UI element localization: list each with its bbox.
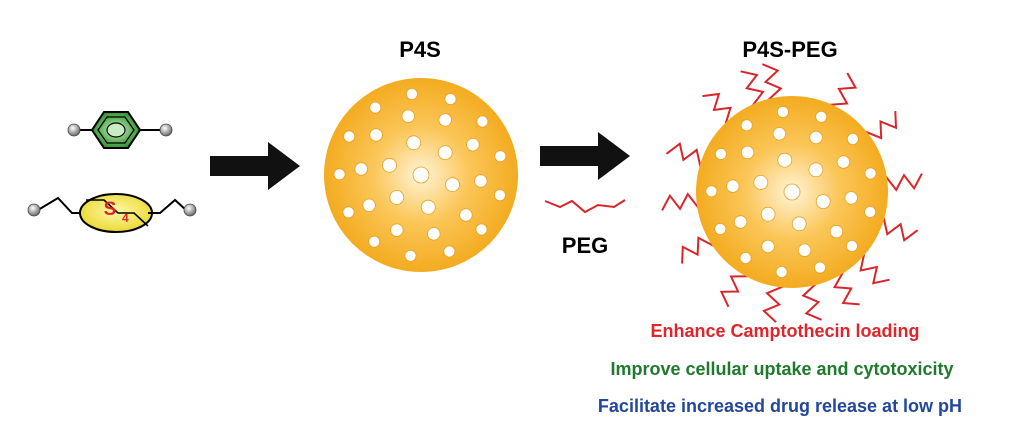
pore bbox=[791, 216, 807, 232]
p4s-particle bbox=[324, 78, 518, 272]
pore bbox=[808, 162, 824, 178]
pore bbox=[726, 179, 740, 193]
pore bbox=[836, 155, 851, 169]
pore bbox=[382, 157, 397, 173]
pore bbox=[797, 243, 812, 257]
pore bbox=[739, 251, 752, 264]
pore bbox=[466, 137, 480, 152]
pore bbox=[404, 249, 417, 262]
pore bbox=[342, 206, 355, 219]
pore bbox=[733, 215, 748, 229]
pore bbox=[420, 199, 436, 215]
pore bbox=[406, 135, 422, 151]
pore bbox=[405, 88, 418, 101]
pore bbox=[494, 150, 507, 163]
pore bbox=[369, 128, 383, 142]
pore bbox=[438, 113, 452, 127]
pore bbox=[705, 185, 718, 198]
pore bbox=[443, 245, 456, 258]
pore bbox=[475, 223, 488, 236]
benefit-loading: Enhance Camptothecin loading bbox=[650, 321, 919, 341]
pore bbox=[444, 93, 457, 106]
pore bbox=[740, 145, 755, 160]
pore bbox=[829, 224, 844, 239]
pore bbox=[815, 110, 828, 123]
pore bbox=[401, 109, 415, 123]
pore bbox=[776, 105, 789, 118]
pore bbox=[476, 115, 489, 128]
pore bbox=[761, 239, 775, 254]
pore bbox=[815, 194, 831, 210]
pore bbox=[783, 183, 801, 201]
pore bbox=[845, 239, 858, 252]
pore bbox=[493, 189, 506, 202]
benzene-ring-icon bbox=[67, 111, 173, 149]
pore bbox=[753, 174, 769, 190]
benefit-uptake: Improve cellular uptake and cytotoxicity bbox=[610, 359, 953, 379]
disulfide-linker-icon: S 4 bbox=[27, 193, 197, 233]
pore bbox=[740, 119, 753, 132]
pore bbox=[474, 174, 488, 188]
right-arrow-icon bbox=[540, 132, 630, 180]
pore bbox=[772, 127, 787, 141]
p4s-peg-particle bbox=[696, 96, 888, 288]
pore bbox=[343, 130, 356, 143]
pore bbox=[814, 261, 827, 274]
pore bbox=[809, 130, 823, 145]
pore bbox=[437, 145, 453, 161]
pore bbox=[333, 168, 346, 181]
pore bbox=[777, 152, 793, 168]
pore bbox=[459, 208, 473, 222]
p4s-title: P4S bbox=[399, 37, 441, 62]
pore bbox=[389, 189, 405, 205]
pore bbox=[369, 101, 382, 114]
pore bbox=[714, 222, 727, 235]
pore bbox=[846, 132, 859, 145]
sulfur-label: S bbox=[104, 199, 117, 220]
pore bbox=[390, 223, 404, 237]
peg-chain-icon bbox=[544, 199, 626, 214]
sulfur-subscript: 4 bbox=[122, 211, 129, 225]
pore bbox=[714, 147, 727, 160]
pore bbox=[844, 191, 858, 205]
peg-label: PEG bbox=[562, 233, 608, 258]
pore bbox=[445, 177, 460, 193]
benefit-release: Facilitate increased drug release at low… bbox=[598, 396, 962, 416]
pore bbox=[412, 166, 430, 184]
pore bbox=[354, 162, 368, 176]
pore bbox=[864, 167, 877, 180]
pore bbox=[362, 198, 376, 213]
pore bbox=[864, 205, 877, 218]
p4s-peg-title: P4S-PEG bbox=[742, 37, 837, 62]
right-arrow-icon bbox=[210, 142, 300, 190]
pore bbox=[427, 227, 441, 241]
pore bbox=[775, 265, 788, 278]
pore bbox=[368, 235, 381, 248]
pore bbox=[760, 206, 776, 222]
